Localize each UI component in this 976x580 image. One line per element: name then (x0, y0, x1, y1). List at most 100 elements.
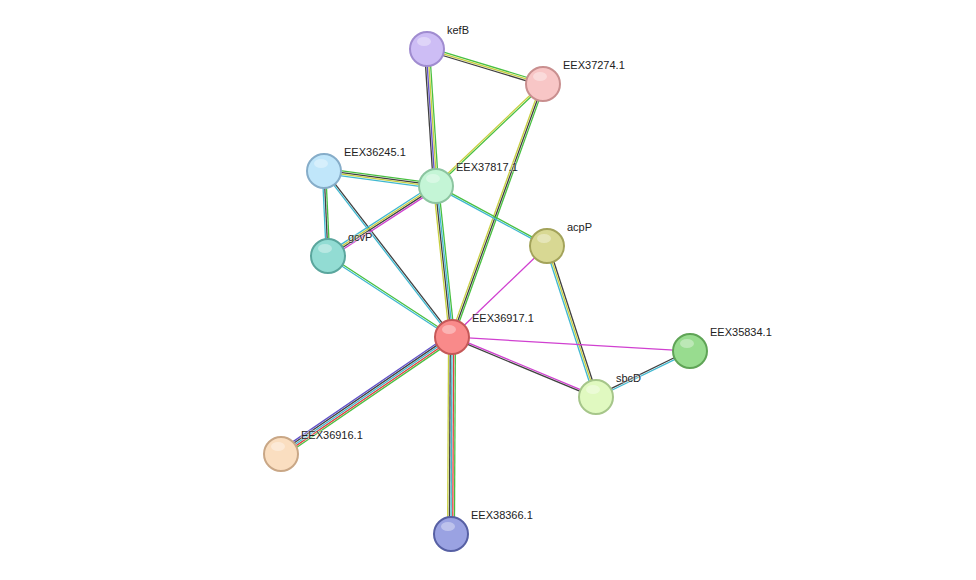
evidence-line (334, 183, 442, 324)
evidence-line (456, 98, 536, 321)
evidence-line (294, 346, 439, 445)
interaction-edge (340, 171, 421, 187)
evidence-line (340, 193, 421, 246)
node-highlight (680, 339, 694, 348)
interaction-edge (341, 264, 439, 329)
evidence-line (450, 194, 533, 239)
evidence-line (440, 202, 453, 321)
interaction-edge (447, 94, 532, 175)
node-label: EEX38366.1 (471, 509, 533, 522)
evidence-line (449, 353, 451, 518)
evidence-line (427, 65, 434, 170)
node-highlight (271, 442, 285, 451)
node-label: EEX37817.1 (456, 161, 518, 174)
node-label: EEX36917.1 (472, 312, 534, 325)
evidence-line (459, 100, 539, 323)
evidence-line (295, 347, 440, 446)
evidence-line (464, 257, 536, 326)
evidence-line (343, 197, 424, 250)
evidence-line (439, 202, 452, 321)
interaction-edge (333, 183, 443, 325)
protein-node: EEX36916.1 (263, 436, 299, 472)
interaction-edge (340, 193, 424, 250)
evidence-line (452, 353, 454, 518)
evidence-line (466, 344, 580, 392)
evidence-line (323, 187, 325, 240)
node-highlight (441, 522, 455, 531)
evidence-line (447, 94, 531, 174)
node-highlight (537, 234, 551, 243)
interaction-edge (426, 65, 438, 170)
node-label: EEX36245.1 (344, 146, 406, 159)
protein-node: kefB (409, 31, 445, 67)
protein-node: EEX37817.1 (418, 168, 454, 204)
evidence-line (293, 345, 438, 444)
evidence-line (450, 353, 452, 518)
evidence-line (554, 261, 593, 382)
evidence-line (457, 99, 537, 322)
node-highlight (426, 174, 440, 183)
evidence-line (450, 193, 533, 238)
interaction-edge (435, 202, 453, 322)
interaction-edge (464, 257, 536, 326)
interaction-edge (442, 52, 528, 81)
interaction-edge (456, 98, 539, 322)
protein-node: EEX36245.1 (306, 153, 342, 189)
protein-node: EEX38366.1 (433, 516, 469, 552)
interaction-edge (610, 357, 676, 390)
evidence-line (342, 195, 423, 248)
node-label: sbcD (616, 372, 641, 385)
node-highlight (417, 37, 431, 46)
evidence-line (296, 349, 441, 448)
evidence-line (468, 338, 674, 350)
evidence-line (443, 52, 528, 78)
node-label: EEX35834.1 (710, 326, 772, 339)
evidence-line (454, 353, 456, 518)
evidence-line (333, 184, 441, 325)
evidence-line (611, 359, 676, 391)
node-highlight (533, 72, 547, 81)
protein-node: EEX35834.1 (672, 333, 708, 369)
evidence-line (467, 342, 581, 390)
evidence-line (550, 262, 589, 383)
evidence-line (552, 261, 591, 382)
interaction-edge (292, 343, 440, 448)
protein-node: sbcD (578, 379, 614, 415)
evidence-line (426, 65, 433, 170)
interaction-edge (323, 187, 329, 240)
evidence-line (448, 96, 532, 176)
protein-node: EEX36917.1 (434, 319, 470, 355)
interaction-edge (466, 342, 581, 391)
evidence-line (342, 264, 439, 327)
evidence-line (429, 65, 436, 170)
interaction-edge (448, 353, 456, 518)
node-label: acpP (567, 221, 592, 234)
node-highlight (442, 325, 456, 334)
node-label: EEX37274.1 (563, 59, 625, 72)
evidence-line (341, 194, 422, 247)
evidence-line (610, 357, 675, 389)
node-highlight (586, 385, 600, 394)
interaction-edge (550, 261, 592, 383)
node-highlight (318, 244, 332, 253)
protein-node: acpP (529, 228, 565, 264)
interaction-edge (468, 338, 674, 350)
evidence-line (340, 174, 420, 185)
interaction-edge (450, 193, 534, 239)
evidence-line (292, 343, 437, 442)
evidence-line (442, 54, 527, 80)
protein-node: gcvP (310, 238, 346, 274)
evidence-line (447, 353, 449, 518)
evidence-line (341, 265, 438, 328)
node-label: EEX36916.1 (301, 429, 363, 442)
node-highlight (314, 159, 328, 168)
evidence-line (442, 55, 527, 81)
evidence-line (437, 202, 450, 321)
node-label: kefB (447, 24, 469, 37)
node-label: gcvP (348, 231, 372, 244)
protein-node: EEX37274.1 (525, 66, 561, 102)
evidence-line (340, 176, 420, 187)
evidence-line (435, 202, 448, 321)
